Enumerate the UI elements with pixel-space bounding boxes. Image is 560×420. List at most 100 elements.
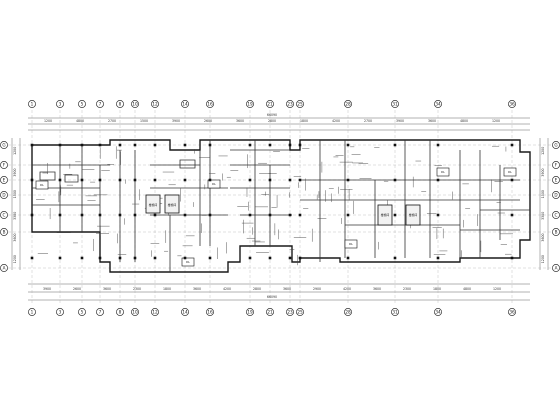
svg-text:10: 10 bbox=[132, 102, 138, 107]
axis-bubble-top-34: 34 bbox=[434, 100, 442, 108]
column bbox=[58, 213, 62, 217]
stairwell-3: 楼梯间 bbox=[377, 204, 393, 226]
column bbox=[248, 256, 252, 260]
bottom-dimension-lines bbox=[28, 283, 530, 301]
bottom-dimension-text: 2600 bbox=[73, 287, 81, 291]
column bbox=[183, 143, 187, 147]
column bbox=[346, 178, 350, 182]
bottom-dimension-text: 1800 bbox=[163, 287, 171, 291]
svg-text:19: 19 bbox=[247, 310, 253, 315]
svg-text:G: G bbox=[2, 143, 5, 148]
svg-text:DL: DL bbox=[349, 242, 353, 246]
axis-bubble-left-B: B bbox=[0, 228, 8, 236]
axis-bubble-bottom-10: 10 bbox=[131, 308, 139, 316]
svg-text:16: 16 bbox=[207, 310, 213, 315]
column bbox=[30, 143, 34, 147]
structural-columns bbox=[30, 143, 514, 260]
room-tag-4: DL bbox=[344, 239, 358, 249]
bottom-dimension-text: 4200 bbox=[343, 287, 351, 291]
axis-bubble-right-D: D bbox=[552, 191, 560, 199]
svg-text:36: 36 bbox=[509, 102, 515, 107]
svg-text:DL: DL bbox=[441, 170, 445, 174]
column bbox=[133, 256, 137, 260]
svg-text:B: B bbox=[3, 230, 6, 235]
axis-bubble-bottom-23: 23 bbox=[286, 308, 294, 316]
svg-text:34: 34 bbox=[435, 102, 441, 107]
right-dimension-text: 3900 bbox=[541, 168, 545, 176]
column bbox=[346, 256, 350, 260]
column bbox=[118, 213, 122, 217]
axis-bubble-left-A: A bbox=[0, 264, 8, 272]
building-outline bbox=[31, 139, 531, 273]
axis-bubble-top-25: 25 bbox=[296, 100, 304, 108]
column bbox=[98, 178, 102, 182]
svg-text:36: 36 bbox=[509, 310, 515, 315]
right-dimension-lines bbox=[539, 138, 549, 270]
svg-text:21: 21 bbox=[267, 310, 273, 315]
top-dimension-text: 4800 bbox=[76, 119, 84, 123]
room-tag-2: DL bbox=[207, 179, 221, 189]
top-dimension-text: 3600 bbox=[236, 119, 244, 123]
column bbox=[510, 256, 514, 260]
svg-text:12: 12 bbox=[152, 310, 158, 315]
axis-bubble-bottom-16: 16 bbox=[206, 308, 214, 316]
svg-text:F: F bbox=[3, 163, 6, 168]
axis-grid-lines bbox=[8, 110, 552, 305]
column bbox=[80, 178, 84, 182]
svg-text:C: C bbox=[555, 213, 558, 218]
column bbox=[298, 256, 302, 260]
bottom-dimension-text: 2300 bbox=[403, 287, 411, 291]
axis-bubble-top-19: 19 bbox=[246, 100, 254, 108]
top-dimension-lines bbox=[28, 117, 530, 131]
column bbox=[510, 143, 514, 147]
svg-text:DL: DL bbox=[508, 170, 512, 174]
axis-bubble-bottom-5: 5 bbox=[78, 308, 86, 316]
axis-bubble-right-G: G bbox=[552, 141, 560, 149]
left-dimension-text: 1200 bbox=[13, 255, 17, 263]
right-dimension-text: 1200 bbox=[541, 147, 545, 155]
svg-text:C: C bbox=[3, 213, 6, 218]
column bbox=[510, 213, 514, 217]
top-dimension-text: 3600 bbox=[428, 119, 436, 123]
column bbox=[268, 143, 272, 147]
column bbox=[58, 143, 62, 147]
column bbox=[30, 256, 34, 260]
column bbox=[436, 178, 440, 182]
axis-bubble-bottom-8: 8 bbox=[116, 308, 124, 316]
beam-annotations bbox=[36, 145, 513, 266]
svg-text:3: 3 bbox=[59, 310, 62, 315]
axis-bubble-top-5: 5 bbox=[78, 100, 86, 108]
axis-bubble-bottom-12: 12 bbox=[151, 308, 159, 316]
column bbox=[183, 213, 187, 217]
svg-text:D: D bbox=[2, 193, 5, 198]
column bbox=[436, 256, 440, 260]
column bbox=[80, 213, 84, 217]
axis-bubble-top-36: 36 bbox=[508, 100, 516, 108]
stairwell-2: 楼梯间 bbox=[164, 194, 180, 214]
column bbox=[346, 143, 350, 147]
axis-bubble-top-1: 1 bbox=[28, 100, 36, 108]
axis-bubble-right-E: E bbox=[552, 176, 560, 184]
column bbox=[436, 213, 440, 217]
svg-text:E: E bbox=[3, 178, 6, 183]
svg-text:14: 14 bbox=[182, 310, 188, 315]
svg-text:B: B bbox=[555, 230, 558, 235]
svg-text:7: 7 bbox=[99, 310, 102, 315]
axis-bubble-bottom-7: 7 bbox=[96, 308, 104, 316]
bottom-dimension-text: 3600 bbox=[103, 287, 111, 291]
axis-bubble-top-10: 10 bbox=[131, 100, 139, 108]
top-dimension-text: 2800 bbox=[268, 119, 276, 123]
axis-bubble-top-12: 12 bbox=[151, 100, 159, 108]
axis-bubble-left-C: C bbox=[0, 211, 8, 219]
column bbox=[153, 256, 157, 260]
axis-bubble-top-7: 7 bbox=[96, 100, 104, 108]
column bbox=[248, 213, 252, 217]
svg-text:G: G bbox=[554, 143, 557, 148]
svg-text:31: 31 bbox=[392, 102, 398, 107]
left-dimension-text: 3300 bbox=[13, 212, 17, 220]
axis-bubbles: 1133557788101012121414161619192121232325… bbox=[0, 100, 560, 316]
svg-text:DL: DL bbox=[212, 182, 216, 186]
left-dimension-text: 1500 bbox=[13, 190, 17, 198]
